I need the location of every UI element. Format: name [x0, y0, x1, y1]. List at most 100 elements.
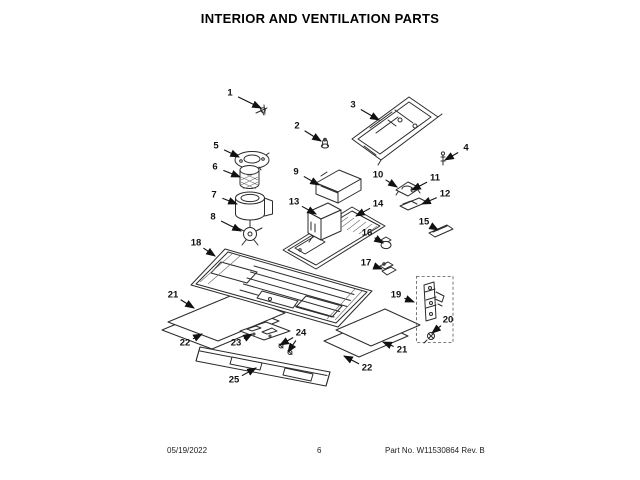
callout-number-6: 6 — [212, 162, 217, 173]
callout-number-25: 25 — [229, 375, 240, 386]
callout-22: 22 — [343, 355, 373, 374]
vent-frame-part — [351, 96, 443, 166]
callout-7: 7 — [211, 190, 239, 205]
callout-number-10: 10 — [373, 170, 384, 181]
callout-19: 19 — [391, 290, 416, 303]
callout-number-21: 21 — [168, 290, 179, 301]
callout-22: 22 — [180, 333, 203, 349]
callout-24: 24 — [279, 328, 307, 353]
callout-arrow-12 — [420, 196, 437, 205]
callout-arrow-19 — [404, 295, 416, 303]
callout-arrow-6 — [223, 169, 242, 178]
callout-arrow-11 — [411, 181, 428, 191]
callout-arrow-20 — [431, 324, 442, 334]
callout-5: 5 — [213, 141, 240, 158]
callout-6: 6 — [212, 162, 242, 178]
callout-25: 25 — [229, 367, 257, 386]
callout-arrow-5 — [223, 149, 240, 158]
callout-arrow-14 — [355, 207, 371, 217]
callout-number-15: 15 — [419, 217, 430, 228]
callout-11: 11 — [411, 173, 441, 191]
callout-arrow-2 — [304, 130, 322, 142]
callout-number-11: 11 — [430, 173, 441, 184]
callout-number-9: 9 — [293, 167, 298, 178]
grommet-part-2 — [320, 137, 330, 149]
cabinet-panel-part-18 — [190, 248, 373, 328]
callout-number-17: 17 — [361, 258, 372, 269]
callout-18: 18 — [191, 238, 216, 257]
callout-arrow-25 — [241, 367, 257, 377]
callout-number-5: 5 — [213, 141, 219, 152]
callout-2: 2 — [294, 121, 322, 142]
callout-23: 23 — [231, 333, 253, 349]
callout-arrow-23 — [242, 333, 253, 342]
callout-20: 20 — [431, 315, 454, 334]
callout-arrow-17 — [372, 262, 384, 270]
fan-blade-part-6 — [239, 165, 260, 190]
callout-arrow-22 — [192, 333, 203, 342]
callout-13: 13 — [289, 197, 317, 215]
callout-arrow-24 — [279, 336, 294, 346]
vent-grille-part-25 — [195, 346, 331, 387]
callout-arrow-18 — [203, 247, 216, 257]
callout-arrow-15 — [428, 222, 439, 231]
callout-arrow-7 — [222, 197, 239, 205]
callout-number-4: 4 — [463, 143, 469, 154]
insulation-sheet-right-part-21 — [335, 308, 421, 347]
callout-arrow-13 — [301, 205, 317, 215]
callout-arrow-3 — [360, 109, 380, 121]
callout-number-2: 2 — [294, 121, 299, 132]
callout-number-23: 23 — [231, 338, 242, 349]
callout-21: 21 — [381, 341, 408, 356]
callout-16: 16 — [362, 228, 384, 244]
callout-number-18: 18 — [191, 238, 202, 249]
callout-21: 21 — [168, 290, 195, 309]
screw-part-4 — [440, 151, 446, 166]
callout-9: 9 — [293, 167, 320, 186]
callout-number-12: 12 — [440, 189, 451, 200]
callout-15: 15 — [419, 217, 439, 231]
callout-number-8: 8 — [210, 212, 215, 223]
callout-number-22: 22 — [362, 363, 373, 374]
callout-number-19: 19 — [391, 290, 402, 301]
fan-housing-part-7 — [235, 191, 273, 225]
magnetron-part-13 — [307, 202, 342, 243]
callout-arrow-24 — [287, 340, 297, 353]
callout-arrow-4 — [444, 151, 459, 161]
callout-17: 17 — [361, 258, 384, 270]
latch-assembly-part-19 — [416, 276, 454, 343]
callout-arrow-8 — [220, 220, 242, 232]
fan-motor-part-8 — [237, 223, 263, 246]
callout-arrow-21 — [381, 341, 394, 349]
callout-number-1: 1 — [227, 88, 233, 99]
callout-arrow-16 — [373, 235, 384, 244]
callout-arrow-1 — [237, 96, 262, 109]
clip-part-17 — [379, 261, 397, 276]
callout-number-3: 3 — [350, 100, 355, 111]
air-duct-part-9 — [315, 169, 362, 204]
fan-mount-plate-part-5 — [234, 151, 270, 171]
page-title: INTERIOR AND VENTILATION PARTS — [200, 11, 440, 26]
callout-4: 4 — [444, 143, 469, 161]
callout-number-16: 16 — [362, 228, 373, 239]
callout-number-20: 20 — [443, 315, 454, 326]
bracket-part-15 — [428, 224, 454, 238]
callout-3: 3 — [350, 100, 380, 121]
footer-page-number: 6 — [317, 446, 322, 455]
callout-number-21: 21 — [397, 345, 408, 356]
callout-1: 1 — [227, 88, 262, 109]
callout-number-14: 14 — [373, 199, 384, 210]
footer-date: 05/19/2022 — [167, 446, 208, 455]
callout-12: 12 — [420, 189, 451, 205]
callout-8: 8 — [210, 212, 242, 232]
callout-arrow-21 — [180, 299, 195, 309]
damper-part-10-11 — [395, 181, 421, 197]
callout-10: 10 — [373, 170, 398, 188]
callout-14: 14 — [355, 199, 384, 217]
screw-part-20 — [423, 332, 435, 344]
callout-number-22: 22 — [180, 338, 191, 349]
callout-number-7: 7 — [211, 190, 216, 201]
